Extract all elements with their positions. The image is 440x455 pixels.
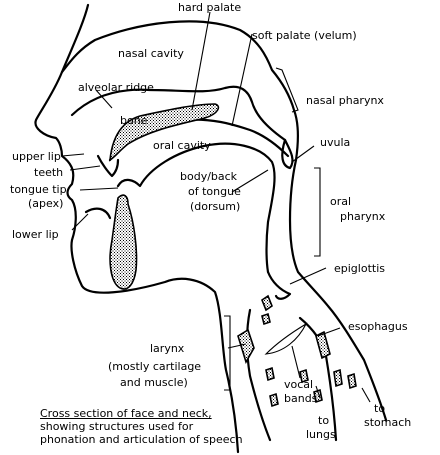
larynx-bracket: [224, 315, 231, 391]
label-epiglottis: epiglottis: [334, 262, 385, 275]
lower-lip: [84, 207, 112, 220]
larynx-outline: [245, 308, 272, 442]
label-bands: bands: [284, 392, 318, 405]
label-soft-palate: soft palate (velum): [252, 29, 357, 42]
oral-pharynx-bracket: [314, 167, 321, 257]
label-oral-cavity: oral cavity: [153, 139, 211, 152]
figure-caption: Cross section of face and neck, showing …: [40, 407, 340, 446]
vocal-band-shape: [264, 322, 308, 355]
uvula-shape: [281, 138, 294, 170]
bone-shape: [109, 103, 220, 162]
label-larynx-note-1: (mostly cartilage: [108, 360, 201, 373]
label-apex: (apex): [28, 197, 63, 210]
label-oral: oral: [330, 195, 351, 208]
label-to-stomach-1: to: [374, 402, 385, 415]
upper-teeth: [96, 154, 120, 178]
caption-line-2: showing structures used for: [40, 420, 194, 433]
leader-lines: [61, 11, 371, 403]
lower-incisor: [109, 194, 138, 290]
face-profile: [34, 3, 240, 454]
label-dorsum: (dorsum): [190, 200, 240, 213]
label-esophagus: esophagus: [348, 320, 408, 333]
label-nasal-cavity: nasal cavity: [118, 47, 184, 60]
pharynx-wall: [288, 158, 388, 422]
label-upper-lip: upper lip: [12, 150, 61, 163]
tongue-surface: [116, 142, 276, 274]
label-to-stomach-2: stomach: [364, 416, 411, 429]
caption-line-3: phonation and articulation of speech: [40, 433, 243, 446]
label-uvula: uvula: [320, 136, 350, 149]
palate-upper: [70, 85, 287, 142]
label-body-back: body/back: [180, 170, 238, 183]
label-larynx-note-2: and muscle): [120, 376, 188, 389]
label-hard-palate: hard palate: [178, 1, 241, 14]
nasal-pharynx-bracket: [275, 67, 299, 113]
label-tongue-tip: tongue tip: [10, 183, 67, 196]
label-vocal: vocal: [284, 378, 313, 391]
label-larynx: larynx: [150, 342, 185, 355]
label-pharynx: pharynx: [340, 210, 386, 223]
label-to-lungs-1: to: [318, 414, 329, 427]
label-to-lungs-2: lungs: [306, 428, 336, 441]
nasal-cavity-outline: [60, 20, 300, 162]
epiglottis-shape: [266, 270, 292, 300]
label-bone: bone: [120, 114, 148, 127]
label-of-tongue: of tongue: [188, 185, 241, 198]
label-alveolar-ridge: alveolar ridge: [78, 81, 154, 94]
label-lower-lip: lower lip: [12, 228, 59, 241]
caption-line-1: Cross section of face and neck,: [40, 407, 212, 420]
cartilage-shapes: [237, 294, 357, 408]
label-nasal-pharynx: nasal pharynx: [306, 94, 384, 107]
label-teeth: teeth: [34, 166, 63, 179]
